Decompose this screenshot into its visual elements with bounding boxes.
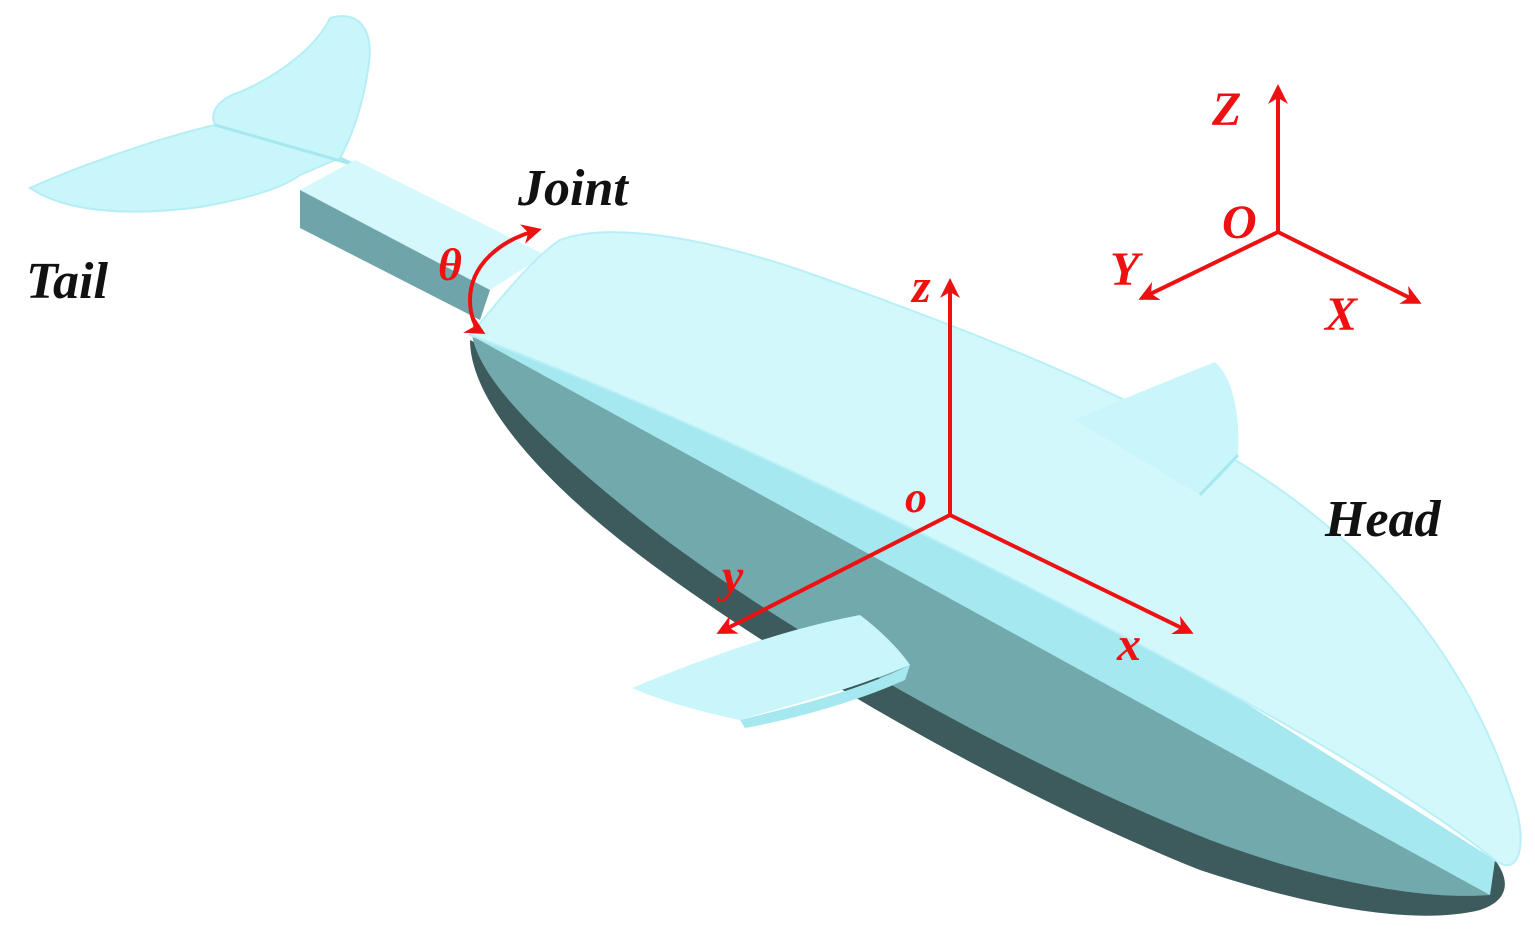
body-y-axis	[716, 513, 951, 634]
body-y-label: y	[717, 550, 744, 603]
global-z-label: Z	[1211, 83, 1241, 136]
body-x-label: x	[1116, 618, 1141, 671]
global-y-label: Y	[1110, 243, 1143, 296]
body-origin-label: o	[905, 473, 927, 522]
global-y-axis	[1138, 230, 1279, 301]
right-pectoral-fin	[1075, 362, 1240, 497]
tail-label: Tail	[26, 253, 108, 310]
joint-rotation-arrow	[463, 224, 542, 334]
left-pectoral-fin	[632, 615, 910, 728]
head-label: Head	[1324, 491, 1442, 548]
global-frame-axes	[1138, 84, 1422, 304]
global-origin-label: O	[1222, 196, 1257, 249]
theta-label: θ	[438, 239, 462, 290]
body-frame-axes	[716, 278, 1194, 634]
body-z-label: z	[910, 260, 931, 313]
body-x-axis	[949, 513, 1194, 634]
whale-body	[468, 231, 1522, 916]
joint-label: Joint	[517, 160, 629, 217]
global-x-axis	[1277, 230, 1422, 304]
global-x-label: X	[1323, 288, 1358, 341]
